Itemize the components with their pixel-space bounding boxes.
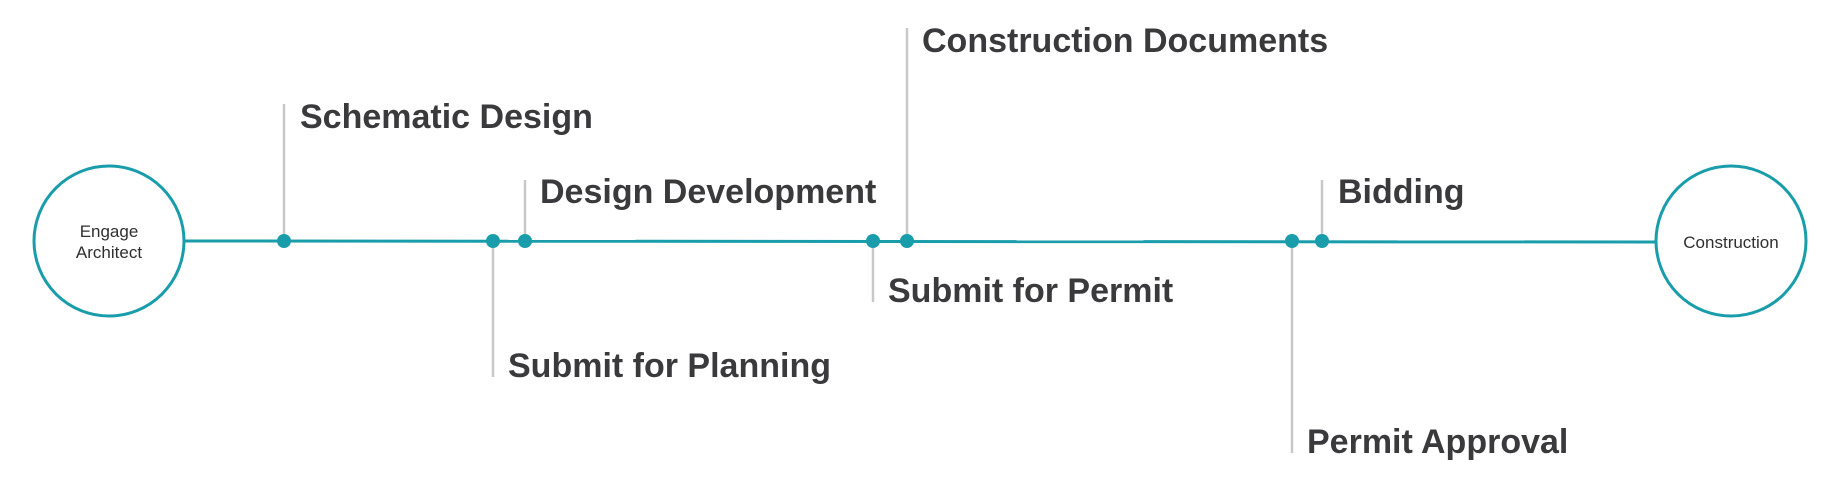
milestone-construction-documents: Construction Documents — [900, 22, 1328, 248]
milestone-dot — [486, 234, 500, 248]
milestone-label: Construction Documents — [922, 22, 1328, 60]
start-label-line-1: Engage — [80, 222, 139, 241]
milestone-label: Bidding — [1338, 173, 1465, 211]
milestone-label: Schematic Design — [300, 98, 593, 136]
milestone-permit-approval: Permit Approval — [1285, 234, 1568, 461]
milestone-submit-for-permit: Submit for Permit — [866, 234, 1173, 310]
start-node: Engage Architect — [32, 164, 186, 318]
end-node: Construction — [1654, 164, 1808, 318]
milestone-bidding: Bidding — [1315, 173, 1465, 248]
end-circle — [1654, 164, 1808, 318]
milestone-dot — [518, 234, 532, 248]
milestone-dot — [866, 234, 880, 248]
milestone-label: Design Development — [540, 173, 876, 211]
milestone-schematic-design: Schematic Design — [277, 98, 593, 248]
milestone-label: Permit Approval — [1307, 423, 1568, 461]
timeline-line — [184, 239, 1657, 244]
milestone-dot — [1315, 234, 1329, 248]
milestone-design-development: Design Development — [518, 173, 876, 248]
milestone-label: Submit for Permit — [888, 272, 1173, 310]
milestone-dot — [277, 234, 291, 248]
start-label-line-2: Architect — [76, 243, 142, 262]
start-circle — [32, 164, 186, 318]
milestone-submit-for-planning: Submit for Planning — [486, 234, 831, 385]
milestone-label: Submit for Planning — [508, 347, 831, 385]
milestone-dot — [1285, 234, 1299, 248]
end-label: Construction — [1683, 233, 1778, 252]
milestone-dot — [900, 234, 914, 248]
